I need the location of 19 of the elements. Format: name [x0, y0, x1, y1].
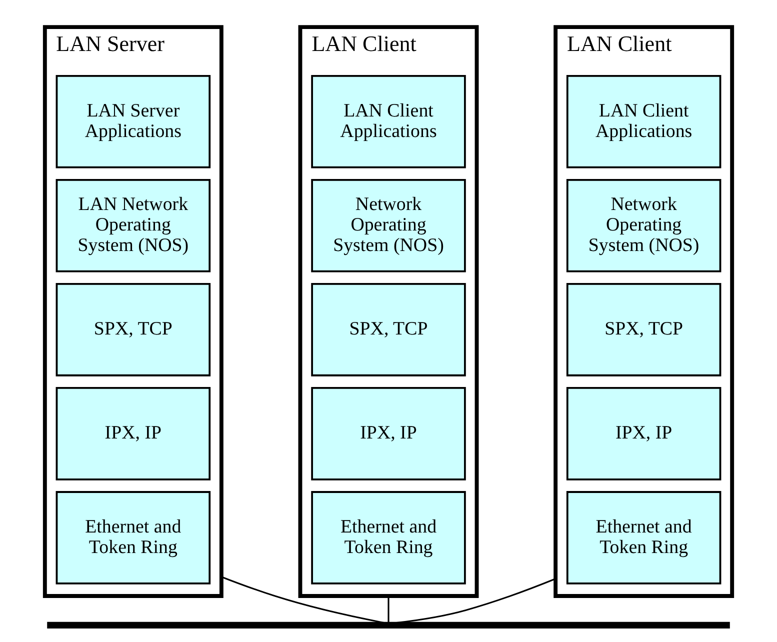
node-box: SPX, TCP: [311, 283, 466, 376]
node-box: SPX, TCP: [566, 283, 722, 376]
node-box: Ethernet and Token Ring: [566, 491, 722, 584]
node-box: LAN Client Applications: [566, 74, 722, 168]
connector: [221, 576, 384, 624]
node-box: SPX, TCP: [56, 283, 211, 376]
node-box: IPX, IP: [56, 387, 211, 480]
node-box: Ethernet and Token Ring: [56, 491, 211, 584]
connector: [388, 596, 390, 623]
node-box: IPX, IP: [311, 387, 466, 480]
node-box: Network Operating System (NOS): [566, 179, 722, 272]
node-box: Network Operating System (NOS): [311, 179, 466, 272]
node-bar: [47, 622, 730, 628]
node-box: LAN Server Applications: [56, 74, 211, 168]
node-box: LAN Network Operating System (NOS): [56, 179, 211, 272]
node-box: IPX, IP: [566, 387, 722, 480]
connector: [396, 578, 556, 624]
node-box: Ethernet and Token Ring: [311, 491, 466, 584]
node-box: LAN Client Applications: [311, 74, 466, 168]
